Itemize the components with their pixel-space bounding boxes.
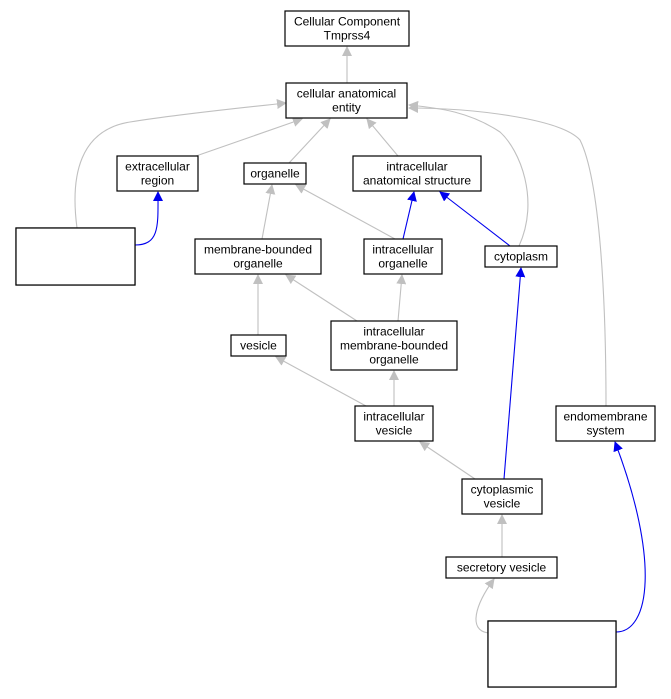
- node-box: [116, 155, 199, 192]
- edge-sg-sv: [475, 578, 495, 634]
- edges: [74, 46, 646, 634]
- node-label: membrane-bounded: [340, 339, 448, 353]
- edge-io-org: [295, 184, 396, 240]
- edge-mbo-org: [261, 184, 276, 240]
- node-label: cellular anatomical: [297, 87, 396, 101]
- edge-es-cae: [74, 99, 287, 229]
- edge-sg-ems: [613, 441, 646, 633]
- node-outline: [487, 620, 617, 688]
- edge-imbo-io: [396, 274, 407, 322]
- node-box: [284, 10, 410, 47]
- edge-er-cae: [195, 117, 303, 157]
- node-label: Tmprss4: [324, 29, 371, 43]
- edge-cv-iv: [419, 441, 476, 480]
- node-box: [354, 405, 434, 442]
- node-box: [555, 405, 656, 442]
- node-extracellular-space[interactable]: extracellularspaceHumanTMPRSS4: [15, 227, 136, 286]
- edge-ias-cae: [366, 118, 399, 157]
- node-label: secretory vesicle: [457, 561, 547, 575]
- edge-cv-cyto: [503, 267, 526, 480]
- node-vesicle[interactable]: vesicle: [230, 334, 287, 357]
- node-box: [194, 238, 322, 275]
- node-label: vesicle: [484, 497, 521, 511]
- node-label: Cellular Component: [294, 15, 401, 29]
- node-box: [330, 320, 458, 371]
- node-box: [484, 245, 558, 268]
- edge-es-er: [134, 191, 164, 246]
- node-label: system: [586, 424, 624, 438]
- node-label: intracellular: [372, 243, 433, 257]
- edge-cyto-ias: [439, 191, 511, 247]
- node-box: [352, 155, 482, 192]
- edge-ems-cae: [408, 103, 607, 407]
- node-label: membrane-bounded: [204, 243, 312, 257]
- node-label: vesicle: [240, 339, 277, 353]
- node-label: organelle: [233, 257, 283, 271]
- node-outline: [15, 227, 136, 286]
- node-secretory-vesicle[interactable]: secretory vesicle: [445, 556, 558, 579]
- node-label: region: [141, 174, 174, 188]
- node-label: intracellular: [386, 160, 447, 174]
- node-label: entity: [332, 101, 361, 115]
- node-label: cytoplasmic: [471, 483, 534, 497]
- node-label: extracellular: [125, 160, 190, 174]
- node-label: cytoplasm: [494, 250, 548, 264]
- node-organelle[interactable]: organelle: [243, 162, 307, 185]
- node-label: organelle: [378, 257, 428, 271]
- node-label: organelle: [250, 167, 300, 181]
- node-label: endomembrane: [563, 410, 647, 424]
- node-label: intracellular: [363, 410, 424, 424]
- node-box: [445, 556, 558, 579]
- node-label: anatomical structure: [363, 174, 471, 188]
- node-box: [230, 334, 287, 357]
- node-secretory-granule[interactable]: secretory granuleHumanTMPRSS4MouseTmprss…: [487, 620, 617, 688]
- edge-imbo-mbo: [285, 274, 358, 322]
- edge-iv-ves: [275, 356, 367, 407]
- node-box: [461, 478, 543, 515]
- node-label: organelle: [369, 353, 419, 367]
- edge-io-ias: [402, 191, 417, 240]
- node-cytoplasm[interactable]: cytoplasm: [484, 245, 558, 268]
- node-label: vesicle: [376, 424, 413, 438]
- edge-org-cae: [288, 118, 331, 164]
- node-label: intracellular: [363, 325, 424, 339]
- node-box: [285, 82, 408, 119]
- node-box: [363, 238, 443, 275]
- node-box: [243, 162, 307, 185]
